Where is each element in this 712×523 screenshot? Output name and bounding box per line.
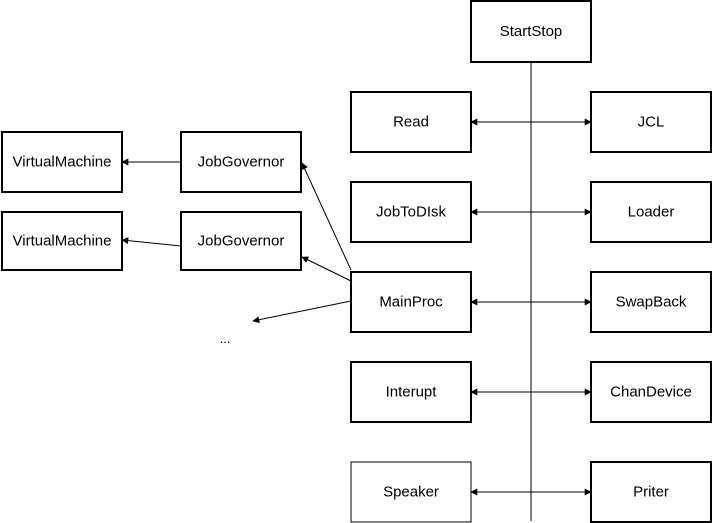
node-interupt-label: Interupt xyxy=(386,384,438,401)
node-interupt: Interupt xyxy=(350,361,472,423)
node-virtualmachine-2-label: VirtualMachine xyxy=(13,233,112,250)
node-jobgovernor-1: JobGovernor xyxy=(180,131,302,193)
node-priter: Priter xyxy=(590,461,712,523)
node-mainproc-label: MainProc xyxy=(379,294,443,311)
node-loader-label: Loader xyxy=(628,204,675,221)
node-startstop: StartStop xyxy=(470,0,592,63)
node-jcl: JCL xyxy=(590,91,712,153)
node-startstop-label: StartStop xyxy=(500,23,563,40)
node-jobtodisk-label: JobToDIsk xyxy=(376,204,447,221)
node-jcl-label: JCL xyxy=(638,114,665,131)
edge-jobgovernor-virtualmachine-2 xyxy=(121,237,182,247)
node-virtualmachine-1-label: VirtualMachine xyxy=(13,154,112,171)
node-virtualmachine-1: VirtualMachine xyxy=(1,131,123,193)
ellipsis-label: ... xyxy=(220,331,231,346)
node-speaker-label: Speaker xyxy=(383,484,439,501)
node-mainproc: MainProc xyxy=(350,271,472,333)
node-jobgovernor-2: JobGovernor xyxy=(180,211,302,271)
node-read: Read xyxy=(350,91,472,153)
node-speaker: Speaker xyxy=(350,461,472,523)
node-jobgovernor-1-label: JobGovernor xyxy=(198,154,285,171)
node-chandevice-label: ChanDevice xyxy=(610,384,692,401)
edge-mainproc-ellipsis xyxy=(252,300,352,324)
node-chandevice: ChanDevice xyxy=(590,361,712,423)
node-loader: Loader xyxy=(590,181,712,243)
node-virtualmachine-2: VirtualMachine xyxy=(1,211,123,271)
edge-mainproc-jobgovernor-1 xyxy=(301,162,352,271)
node-jobtodisk: JobToDIsk xyxy=(350,181,472,243)
node-swapback-label: SwapBack xyxy=(616,294,687,311)
node-priter-label: Priter xyxy=(633,484,669,501)
node-read-label: Read xyxy=(393,114,429,131)
node-jobgovernor-2-label: JobGovernor xyxy=(198,233,285,250)
node-swapback: SwapBack xyxy=(590,271,712,333)
edge-mainproc-jobgovernor-2 xyxy=(301,256,352,282)
